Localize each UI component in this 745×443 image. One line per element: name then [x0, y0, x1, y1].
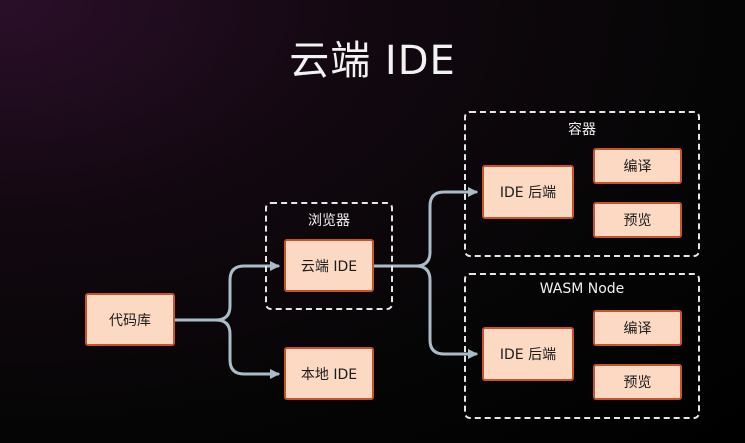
browser-group-label: 浏览器	[308, 213, 350, 229]
edge-cloud-ide-to-wasm-backend	[372, 264, 478, 359]
edge-repo-to-local-ide	[173, 318, 280, 379]
wasm-node-group: WASM Node	[464, 273, 700, 419]
node-local-ide: 本地 IDE	[284, 347, 374, 400]
container-group-label: 容器	[568, 122, 596, 138]
edge-repo-to-cloud-ide	[173, 261, 280, 322]
node-wasm-backend: IDE 后端	[482, 327, 574, 381]
node-container-compile: 编译	[593, 148, 682, 184]
node-container-backend: IDE 后端	[482, 165, 574, 219]
node-wasm-preview: 预览	[593, 364, 682, 400]
node-wasm-compile: 编译	[593, 310, 682, 346]
wasm-node-group-label: WASM Node	[539, 281, 625, 297]
node-container-preview: 预览	[593, 202, 682, 238]
browser-group: 浏览器	[265, 202, 393, 310]
page-title: 云端 IDE	[289, 38, 456, 84]
node-cloud-ide: 云端 IDE	[284, 239, 374, 292]
node-repo: 代码库	[85, 293, 175, 346]
container-group: 容器	[464, 111, 700, 257]
